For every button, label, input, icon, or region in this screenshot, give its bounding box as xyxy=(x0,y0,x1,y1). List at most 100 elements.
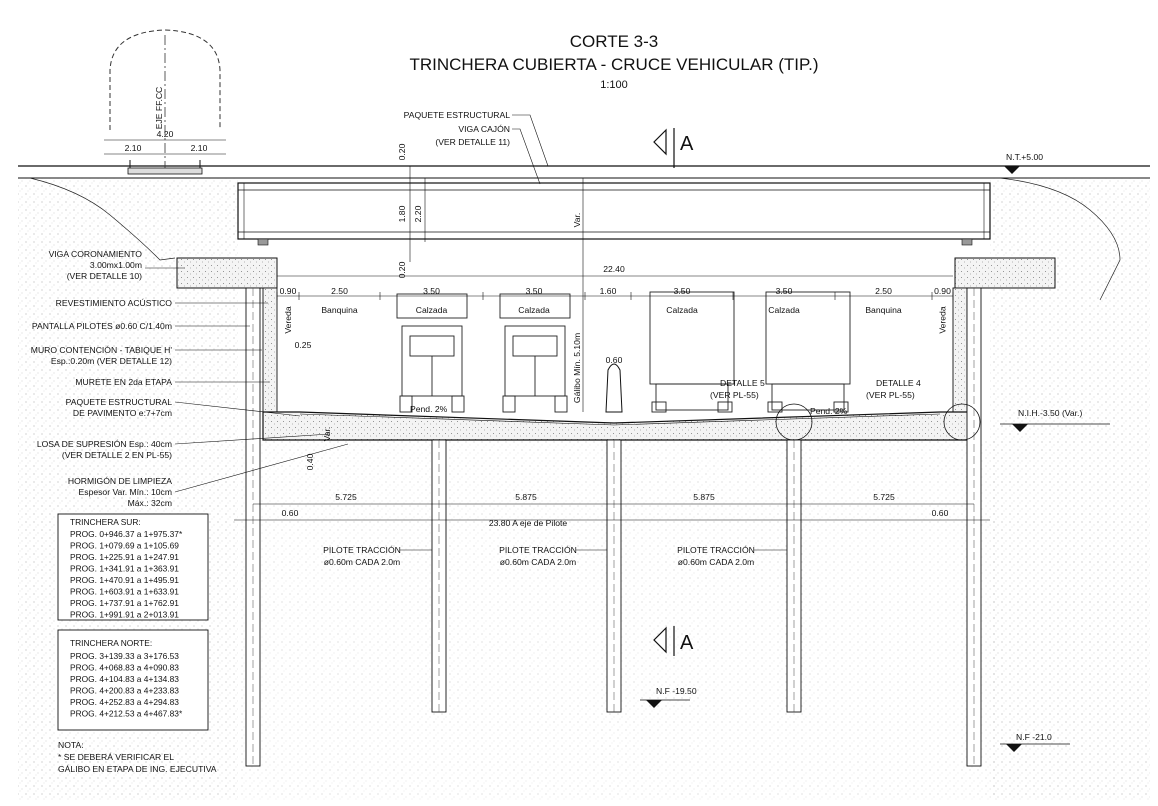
vdim-020-top: 0.20 xyxy=(397,143,407,160)
detail-4-ref: (VER PL-55) xyxy=(866,390,915,400)
title-scale: 1:100 xyxy=(600,79,628,91)
pile-label-1: PILOTE TRACCIÓN xyxy=(323,545,401,555)
section-mark-bottom-letter: A xyxy=(680,632,694,654)
crown-beam-right xyxy=(954,257,1056,289)
prog-row: PROG. 4+252.83 a 4+294.83 xyxy=(70,697,179,707)
rail-axis-label: EJE FF.CC xyxy=(154,87,164,130)
detail-5-ref: (VER PL-55) xyxy=(710,390,759,400)
pavement-line xyxy=(299,413,941,426)
prog-row: PROG. 0+946.37 a 1+975.37* xyxy=(70,529,183,539)
lane-dim: 2.50 xyxy=(331,286,348,296)
pile-label-1-spec: ø0.60m CADA 2.0m xyxy=(324,557,400,567)
lane-name: Banquina xyxy=(865,305,902,315)
retaining-wall-left xyxy=(262,287,278,419)
title-line-2: TRINCHERA CUBIERTA - CRUCE VEHICULAR (TI… xyxy=(409,55,818,74)
prog-row: PROG. 3+139.33 a 3+176.53 xyxy=(70,651,179,661)
label-viga-coronamiento-size: 3.00mx1.00m xyxy=(90,260,142,270)
truck-2 xyxy=(499,293,571,413)
label-viga-coronamiento: VIGA CORONAMIENTO xyxy=(49,249,143,259)
note-line-2: GÁLIBO EN ETAPA DE ING. EJECUTIVA xyxy=(58,764,217,774)
lane-dim: 3.50 xyxy=(674,286,691,296)
label-losa: LOSA DE SUPRESIÓN Esp.: 40cm xyxy=(37,439,172,449)
section-mark-bottom xyxy=(653,626,675,656)
lane-name: Calzada xyxy=(768,305,800,315)
soil-slope-left xyxy=(29,177,176,261)
pile-label-3-spec: ø0.60m CADA 2.0m xyxy=(678,557,754,567)
truck-1 xyxy=(396,293,468,413)
trinchera-sur-title: TRINCHERA SUR: xyxy=(70,517,141,527)
prog-row: PROG. 4+104.83 a 4+134.83 xyxy=(70,674,179,684)
label-paquete-pav: PAQUETE ESTRUCTURAL xyxy=(66,397,173,407)
pile-dim-3: 5.875 xyxy=(693,492,715,502)
vdim-040: 0.40 xyxy=(305,453,315,470)
median-width: 0.60 xyxy=(606,355,623,365)
lanes: 0.90Vereda2.50Banquina3.50Calzada3.50Cal… xyxy=(276,286,954,334)
level-nf-right: N.F -21.0 xyxy=(1000,732,1070,752)
prog-row: PROG. 1+079.69 a 1+105.69 xyxy=(70,541,179,551)
label-pantalla: PANTALLA PILOTES ø0.60 C/1.40m xyxy=(32,321,172,331)
label-viga-coronamiento-ref: (VER DETALLE 10) xyxy=(67,271,142,281)
prog-row: PROG. 1+603.91 a 1+633.91 xyxy=(70,587,179,597)
label-losa-ref: (VER DETALLE 2 EN PL-55) xyxy=(62,450,172,460)
lane-dim: 0.90 xyxy=(934,286,951,296)
level-nf-center: N.F -19.50 xyxy=(640,686,697,708)
level-nih: N.I.H.-3.50 (Var.) xyxy=(1000,408,1110,432)
lane-dim: 1.60 xyxy=(600,286,617,296)
rail-half-right: 2.10 xyxy=(191,143,208,153)
label-revestimiento: REVESTIMIENTO ACÚSTICO xyxy=(56,298,173,308)
level-nf-center-text: N.F -19.50 xyxy=(656,686,697,696)
note-line-1: * SE DEBERÁ VERIFICAR EL xyxy=(58,752,174,762)
pile-label-3: PILOTE TRACCIÓN xyxy=(677,545,755,555)
rail-width-total: 4.20 xyxy=(157,129,174,139)
box-girder xyxy=(237,182,991,246)
pile-dim-4: 5.725 xyxy=(873,492,895,502)
lane-dim: 3.50 xyxy=(526,286,543,296)
lane-name: Calzada xyxy=(518,305,550,315)
trinchera-sur-rows: PROG. 0+946.37 a 1+975.37* PROG. 1+079.69… xyxy=(70,529,183,620)
lane-dim: 0.90 xyxy=(280,286,297,296)
trinchera-norte-title: TRINCHERA NORTE: xyxy=(70,638,152,648)
pile-edge-right: 0.60 xyxy=(932,508,949,518)
pile-label-2: PILOTE TRACCIÓN xyxy=(499,545,577,555)
piles xyxy=(245,287,982,767)
truck-4 xyxy=(765,291,851,413)
detail-5-circle xyxy=(775,403,813,441)
leader-viga xyxy=(512,128,541,185)
label-paquete-estructural: PAQUETE ESTRUCTURAL xyxy=(404,110,511,120)
detail-5-label: DETALLE 5 xyxy=(720,378,765,388)
left-labels: VIGA CORONAMIENTO 3.00mx1.00m (VER DETAL… xyxy=(31,249,173,508)
vdim-180: 1.80 xyxy=(397,205,407,222)
leader-paquete xyxy=(512,114,549,167)
detail-4-label: DETALLE 4 xyxy=(876,378,921,388)
detail-4-circle xyxy=(943,403,981,441)
lane-name: Banquina xyxy=(321,305,358,315)
vdim-galibo: Gálibo Mín. 5.10m xyxy=(572,333,582,403)
pile-edge-left: 0.60 xyxy=(282,508,299,518)
label-hormigon-min: Espesor Var. Mín.: 10cm xyxy=(79,487,172,497)
crown-beam-left xyxy=(176,257,278,289)
pile-label-2-spec: ø0.60m CADA 2.0m xyxy=(500,557,576,567)
left-leaders xyxy=(145,267,349,493)
slope-left: Pend. 2% xyxy=(410,404,448,414)
prog-row: PROG. 4+200.83 a 4+233.83 xyxy=(70,686,179,696)
pile-dim-2: 5.875 xyxy=(515,492,537,502)
prog-row: PROG. 1+470.91 a 1+495.91 xyxy=(70,575,179,585)
rail-half-left: 2.10 xyxy=(125,143,142,153)
prog-row: PROG. 4+068.83 a 4+090.83 xyxy=(70,663,179,673)
level-nt: N.T.+5.00 xyxy=(1000,152,1080,174)
label-murete: MURETE EN 2da ETAPA xyxy=(75,377,172,387)
level-nih-text: N.I.H.-3.50 (Var.) xyxy=(1018,408,1082,418)
rail-gauge xyxy=(104,29,226,175)
title-line-1: CORTE 3-3 xyxy=(570,32,659,51)
vdim-025: 0.25 xyxy=(295,340,312,350)
note-title: NOTA: xyxy=(58,740,84,750)
section-mark-top xyxy=(653,128,675,168)
prog-row: PROG. 4+212.53 a 4+467.83* xyxy=(70,709,183,719)
prog-row: PROG. 1+991.91 a 2+013.91 xyxy=(70,610,179,620)
retaining-wall-right xyxy=(952,287,968,419)
label-muro-esp: Esp.:0.20m (VER DETALLE 12) xyxy=(51,356,172,366)
median-barrier xyxy=(605,363,623,413)
prog-row: PROG. 1+737.91 a 1+762.91 xyxy=(70,598,179,608)
